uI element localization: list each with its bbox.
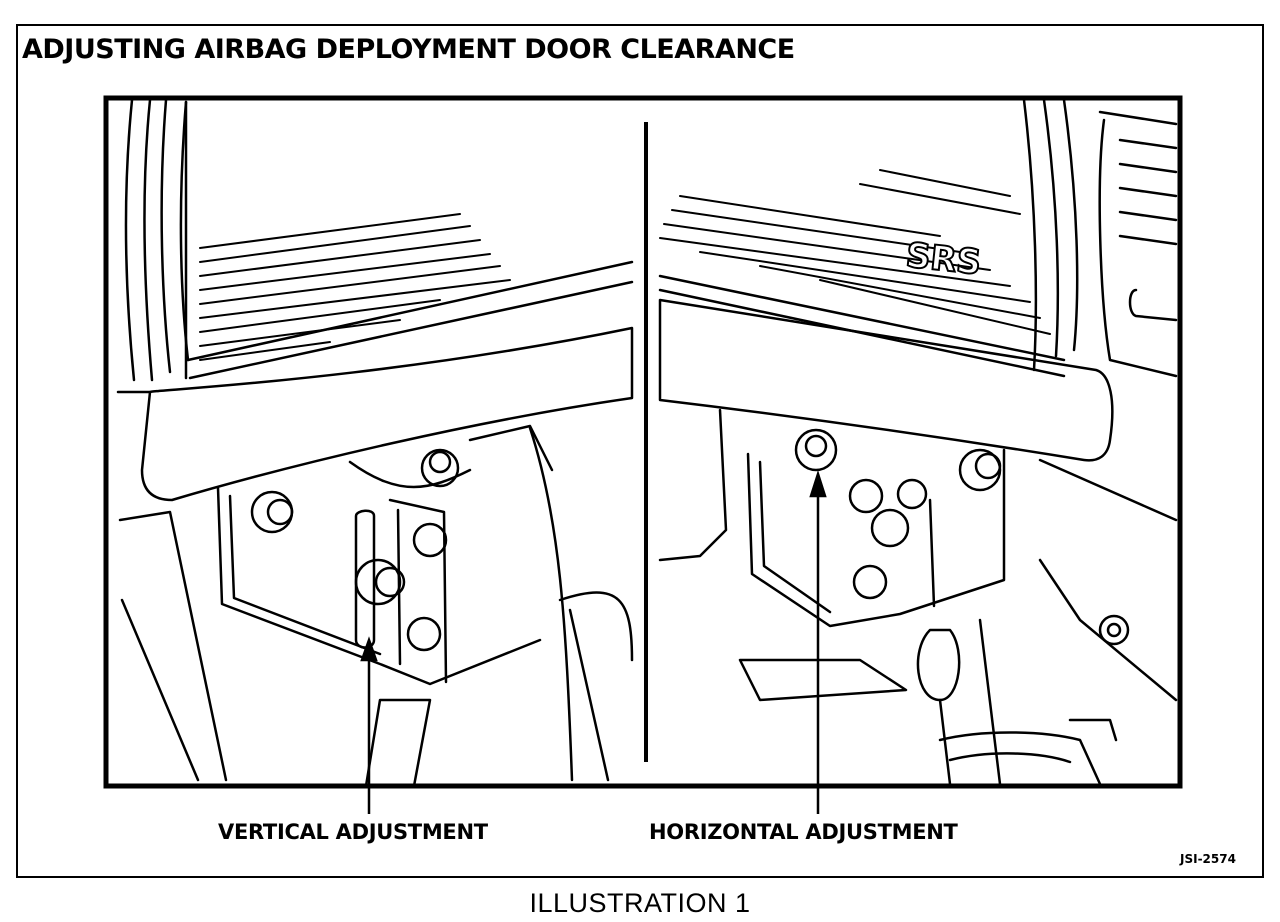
srs-emblem: SRS — [904, 235, 983, 283]
figure-code: JSI-2574 — [1180, 852, 1236, 866]
callout-leaders — [360, 469, 827, 814]
vertical-adjustment-label: VERTICAL ADJUSTMENT — [218, 820, 488, 844]
horizontal-adjustment-arrowhead — [809, 469, 827, 498]
illustration-border — [103, 95, 1183, 789]
right-view — [658, 98, 1178, 786]
illustration-frame — [16, 24, 1264, 878]
vertical-adjustment-arrowhead — [360, 636, 378, 662]
horizontal-adjustment-label: HORIZONTAL ADJUSTMENT — [649, 820, 958, 844]
left-view — [116, 98, 634, 788]
illustration-caption: ILLUSTRATION 1 — [529, 888, 751, 918]
page-title: ADJUSTING AIRBAG DEPLOYMENT DOOR CLEARAN… — [22, 34, 795, 65]
